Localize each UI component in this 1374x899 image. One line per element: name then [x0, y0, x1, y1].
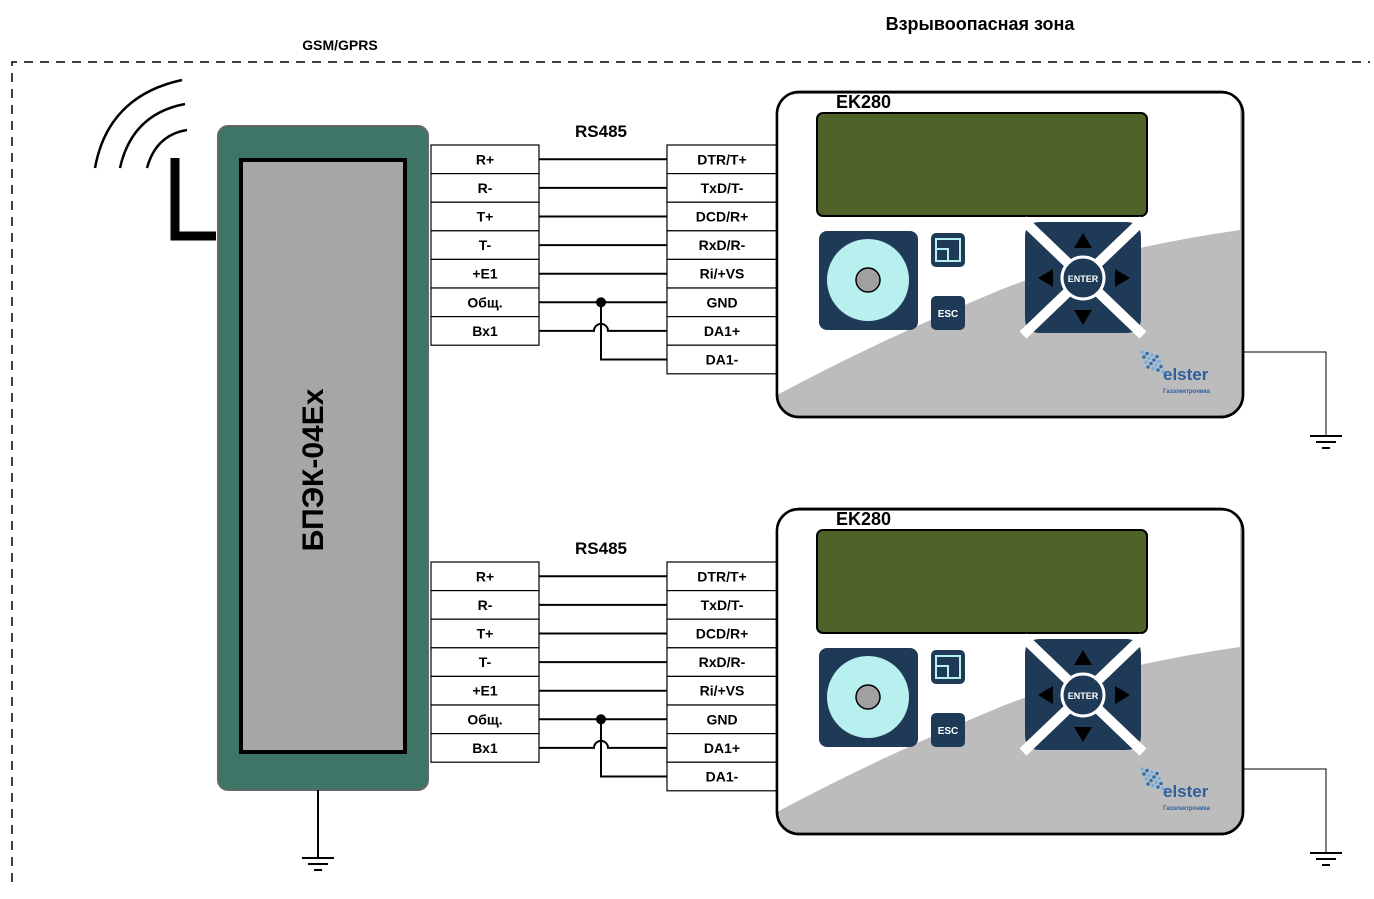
right-pin-label: TxD/T- — [701, 180, 744, 196]
left-pin-cell — [430, 316, 540, 346]
elster-logo-icon — [1140, 350, 1165, 374]
left-pin-cell — [430, 675, 540, 706]
right-pin-cell — [666, 144, 778, 175]
knob-center[interactable] — [855, 684, 881, 710]
left-pin-label: Вх1 — [472, 740, 498, 756]
bus-label: RS485 — [575, 539, 627, 558]
right-pin-label: DA1- — [706, 769, 739, 785]
knob-center[interactable] — [855, 267, 881, 293]
arrow-down-icon[interactable] — [1074, 310, 1092, 325]
right-pin-label: DA1- — [706, 352, 739, 368]
device-outline — [775, 90, 1245, 419]
left-pin-label: T+ — [477, 209, 494, 225]
gsm-label: GSM/GPRS — [302, 37, 377, 53]
right-pin-label: TxD/T- — [701, 597, 744, 613]
arrow-left-icon[interactable] — [1038, 269, 1053, 287]
arrow-up-icon[interactable] — [1074, 650, 1092, 665]
brand-name: elster — [1163, 365, 1209, 384]
left-pin-label: Общ. — [467, 711, 502, 727]
right-pin-label: DTR/T+ — [697, 151, 746, 167]
right-pin-label: Ri/+VS — [700, 266, 745, 282]
arrow-up-icon[interactable] — [1074, 233, 1092, 248]
hazard-zone-boundary — [11, 61, 1370, 882]
device-title: EK280 — [836, 509, 891, 529]
wire-crossover — [539, 322, 667, 332]
dpad[interactable]: ENTER — [1019, 633, 1147, 756]
wire — [600, 719, 667, 778]
left-pin-label: R+ — [476, 151, 494, 167]
left-pin-label: T- — [479, 237, 492, 253]
arrow-down-icon[interactable] — [1074, 727, 1092, 742]
controller-label: БПЭК-04Ex — [297, 388, 330, 551]
esc-key[interactable] — [931, 296, 965, 330]
wire — [600, 302, 667, 361]
right-pin-cell — [666, 647, 778, 678]
antenna-icon — [93, 78, 216, 241]
right-pin-label: RxD/R- — [699, 654, 746, 670]
right-pin-label: Ri/+VS — [700, 683, 745, 699]
left-pin-cell — [430, 561, 540, 592]
esc-key-label: ESC — [938, 309, 959, 320]
left-pin-label: R- — [478, 180, 493, 196]
dpad[interactable]: ENTER — [1019, 216, 1147, 339]
links-layer: RS485R+R-T+T-+E1Общ.Вх1DTR/T+TxD/T-DCD/R… — [430, 90, 1343, 866]
right-pin-label: DCD/R+ — [696, 209, 749, 225]
enter-key-label: ENTER — [1068, 691, 1099, 701]
left-pin-label: Вх1 — [472, 323, 498, 339]
zone-label: Взрывоопасная зона — [886, 14, 1076, 34]
esc-key[interactable] — [931, 713, 965, 747]
esc-key-label: ESC — [938, 726, 959, 737]
device-ground-icon — [1243, 768, 1343, 866]
device-ground-icon — [1243, 351, 1343, 449]
elster-logo-icon — [1140, 767, 1165, 791]
controller-unit: БПЭК-04Ex — [217, 125, 429, 791]
right-pin-label: DA1+ — [704, 740, 740, 756]
menu-key-icon[interactable] — [931, 233, 965, 267]
left-pin-cell — [430, 618, 540, 649]
left-pin-label: +E1 — [472, 683, 498, 699]
left-pin-label: +E1 — [472, 266, 498, 282]
device-display — [816, 529, 1148, 634]
right-pin-label: GND — [706, 711, 737, 727]
controller-panel — [239, 158, 407, 754]
left-pin-label: T- — [479, 654, 492, 670]
left-pin-label: T+ — [477, 626, 494, 642]
device-display — [816, 112, 1148, 217]
left-pin-label: R- — [478, 597, 493, 613]
right-pin-label: RxD/R- — [699, 237, 746, 253]
right-pin-label: DA1+ — [704, 323, 740, 339]
arrow-right-icon[interactable] — [1115, 686, 1130, 704]
right-pin-cell — [666, 230, 778, 261]
left-pin-label: Общ. — [467, 294, 502, 310]
left-pin-cell — [430, 704, 540, 735]
brand-name: elster — [1163, 782, 1209, 801]
right-pin-label: DCD/R+ — [696, 626, 749, 642]
controller-ground-icon — [301, 790, 335, 871]
left-pin-label: R+ — [476, 568, 494, 584]
right-pin-cell — [666, 344, 778, 375]
right-pin-label: DTR/T+ — [697, 568, 746, 584]
device-title: EK280 — [836, 92, 891, 112]
brand-sub: Газэлектроника — [1163, 806, 1211, 812]
bus-label: RS485 — [575, 122, 627, 141]
right-pin-cell — [666, 733, 778, 763]
arrow-right-icon[interactable] — [1115, 269, 1130, 287]
menu-key-icon[interactable] — [931, 650, 965, 684]
enter-key-label: ENTER — [1068, 274, 1099, 284]
right-pin-label: GND — [706, 294, 737, 310]
wire-crossover — [539, 739, 667, 749]
brand-sub: Газэлектроника — [1163, 389, 1211, 395]
arrow-left-icon[interactable] — [1038, 686, 1053, 704]
device-outline — [775, 507, 1245, 836]
